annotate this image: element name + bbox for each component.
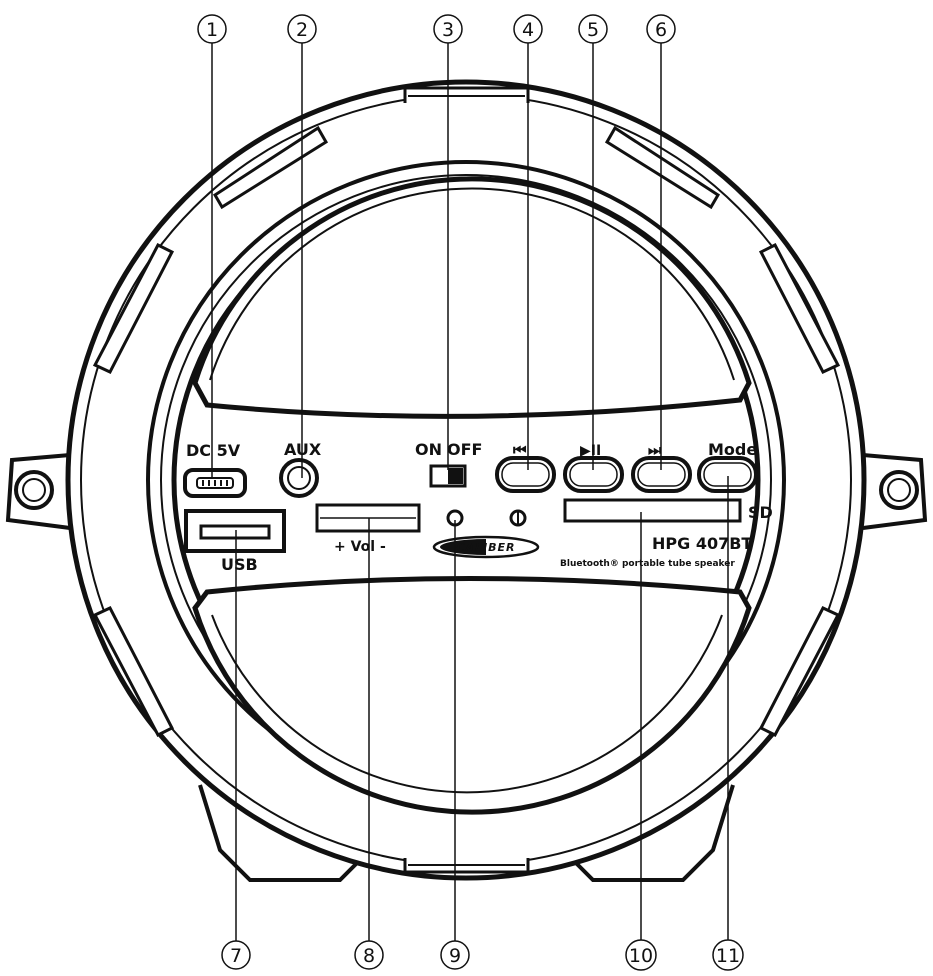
model-tagline: Bluetooth® portable tube speaker	[560, 559, 735, 569]
callout-7: 7	[221, 940, 251, 970]
next-icon: ⏭	[648, 441, 662, 459]
sd-label: SD	[748, 503, 773, 522]
dc-5v-label: DC 5V	[186, 441, 241, 460]
callout-number: 5	[587, 19, 599, 41]
callout-5: 5	[578, 14, 608, 44]
sd-slot[interactable]	[563, 498, 742, 523]
upper-window	[192, 176, 752, 419]
callout-number: 6	[655, 19, 667, 41]
brand-logo: CALIBER	[432, 535, 540, 559]
callout-number: 2	[296, 19, 308, 41]
brand-logo-text: CALIBER	[456, 541, 515, 554]
callout-6: 6	[646, 14, 676, 44]
right-ear	[862, 453, 928, 530]
aux-label: AUX	[284, 440, 322, 459]
callout-11: 11	[712, 939, 744, 971]
callout-number: 9	[449, 945, 461, 967]
lower-window	[192, 576, 752, 815]
callout-4: 4	[513, 14, 543, 44]
leader-lines	[211, 42, 729, 942]
callout-number: 10	[629, 945, 653, 967]
callout-1: 1	[197, 14, 227, 44]
prev-button[interactable]	[495, 456, 556, 493]
model-name: HPG 407BT	[652, 534, 752, 553]
usb-port[interactable]	[184, 509, 286, 553]
left-ear	[5, 453, 71, 530]
callout-3: 3	[433, 14, 463, 44]
callout-number: 8	[363, 945, 375, 967]
on-label: ON	[415, 440, 442, 459]
microphone	[509, 509, 527, 527]
callout-9: 9	[440, 940, 470, 970]
aux-jack[interactable]	[279, 458, 319, 498]
callout-8: 8	[354, 940, 384, 970]
play-pause-icon: ▶II	[580, 443, 601, 459]
vol-label: + Vol -	[334, 539, 386, 555]
mode-label: Mode	[708, 440, 757, 459]
play-pause-button[interactable]	[563, 456, 624, 493]
dc-5v-port[interactable]	[183, 468, 247, 498]
usb-label: USB	[221, 555, 258, 574]
callout-number: 11	[716, 945, 740, 967]
off-label: OFF	[447, 440, 482, 459]
prev-icon: ⏮	[513, 441, 527, 459]
callout-number: 3	[442, 19, 454, 41]
callout-number: 7	[230, 945, 242, 967]
callout-10: 10	[625, 939, 657, 971]
callout-number: 4	[522, 19, 534, 41]
callout-2: 2	[287, 14, 317, 44]
callout-number: 1	[206, 19, 218, 41]
volume-slider[interactable]	[315, 503, 421, 533]
